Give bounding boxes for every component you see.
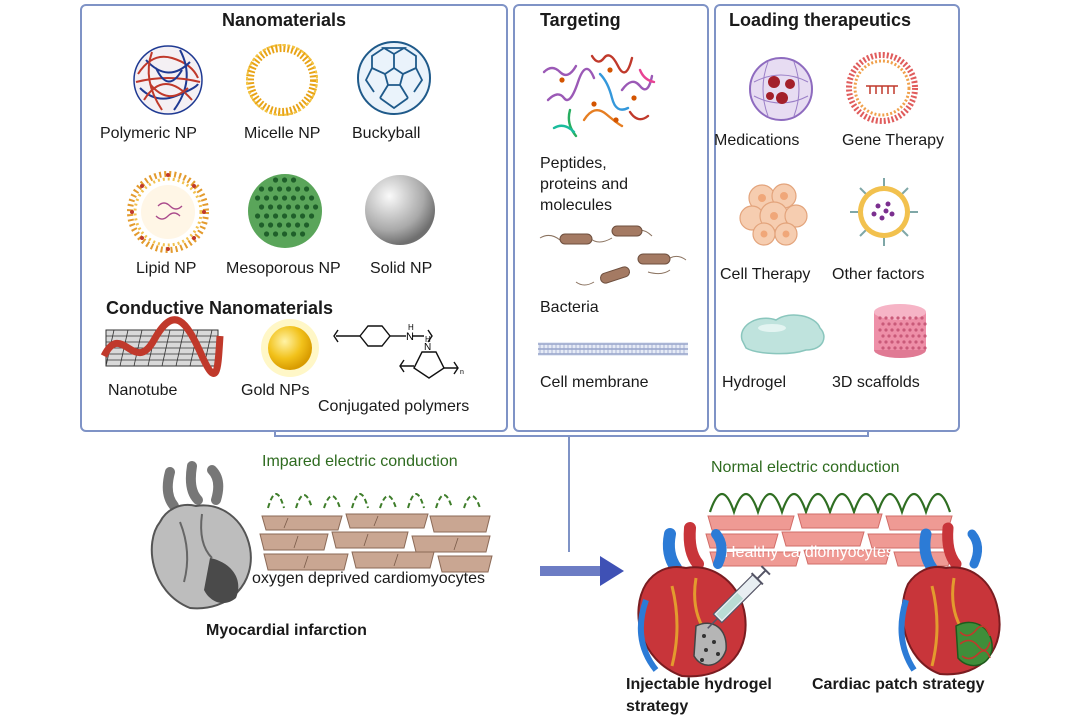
polymeric-np-label: Polymeric NP: [100, 125, 197, 142]
hydrogel-label: Hydrogel: [722, 374, 787, 391]
svg-text:n: n: [460, 369, 464, 376]
polymeric-np-icon: [133, 45, 203, 115]
loading-therapeutics-title: Loading therapeutics: [729, 10, 912, 30]
impaired-conduction-label: Impared electric conduction: [262, 453, 458, 470]
hydrogel-injected-heart-icon: [637, 522, 771, 678]
peptides-label-2: proteins and: [540, 176, 629, 193]
mesoporous-np-icon: [248, 174, 322, 248]
gold-nps-label: Gold NPs: [241, 382, 310, 399]
svg-text:H: H: [425, 335, 431, 344]
nanotube-icon: [100, 316, 224, 377]
cardiac-patch-strategy-label: Cardiac patch strategy: [812, 676, 985, 693]
targeting-title: Targeting: [540, 10, 621, 30]
peptides-icon: [542, 54, 656, 138]
lipid-np-icon: [127, 171, 209, 253]
nanomaterials-title: Nanomaterials: [222, 10, 347, 30]
infarcted-heart-icon: [150, 461, 252, 610]
gene-therapy-label: Gene Therapy: [842, 132, 944, 149]
hydrogel-icon: [740, 314, 825, 355]
peptides-label-3: molecules: [540, 197, 613, 214]
bacteria-label: Bacteria: [540, 299, 599, 316]
other-factors-label: Other factors: [832, 266, 925, 283]
cell-membrane-icon: [538, 342, 688, 356]
gold-np-icon: [261, 319, 319, 377]
normal-conduction-label: Normal electric conduction: [711, 459, 900, 476]
cell-membrane-label: Cell membrane: [540, 374, 649, 391]
solid-np-label: Solid NP: [370, 260, 433, 277]
cell-therapy-label: Cell Therapy: [720, 266, 811, 283]
gene-therapy-icon: [846, 52, 918, 124]
healthy-tissue: [705, 513, 953, 567]
hydrogel-strategy-label-1: Injectable hydrogel: [626, 676, 772, 693]
medications-label: Medications: [714, 132, 800, 149]
nanotube-label: Nanotube: [108, 382, 178, 399]
bacteria-icon: [539, 225, 687, 286]
buckyball-label: Buckyball: [352, 125, 421, 142]
cell-therapy-icon: [739, 183, 808, 246]
conductive-nanomaterials-title: Conductive Nanomaterials: [106, 298, 334, 318]
conjugated-polymers-icon: N H N H n: [333, 323, 464, 379]
buckyball-icon: [357, 41, 431, 115]
oxygen-deprived-tissue: [259, 513, 493, 573]
peptides-label-1: Peptides,: [540, 155, 607, 172]
svg-text:H: H: [408, 323, 414, 332]
mesoporous-np-label: Mesoporous NP: [226, 260, 341, 277]
lipid-np-label: Lipid NP: [136, 260, 197, 277]
svg-text:N: N: [424, 342, 431, 353]
other-factors-icon: [850, 178, 918, 246]
micelle-np-label: Micelle NP: [244, 125, 321, 142]
conjugated-polymers-label: Conjugated polymers: [318, 398, 470, 415]
healthy-cardiomyocytes-label: Healthy cardiomyocytes: [724, 544, 894, 561]
right-arrow-icon: [540, 556, 624, 586]
3d-scaffolds-label: 3D scaffolds: [832, 374, 920, 391]
solid-np-icon: [365, 175, 435, 245]
myocardial-infarction-label: Myocardial infarction: [206, 622, 367, 639]
micelle-np-icon: [246, 44, 318, 116]
normal-wave: [708, 492, 952, 516]
oxygen-deprived-label: oxygen deprived cardiomyocytes: [252, 570, 486, 587]
hydrogel-strategy-label-2: strategy: [626, 698, 689, 715]
svg-text:N: N: [406, 331, 414, 343]
targeting-panel: [513, 4, 709, 432]
3d-scaffolds-icon: [874, 304, 927, 358]
medications-icon: [749, 57, 813, 121]
impaired-wave: [267, 493, 481, 509]
cardiac-patch-heart-icon: [898, 522, 1001, 676]
